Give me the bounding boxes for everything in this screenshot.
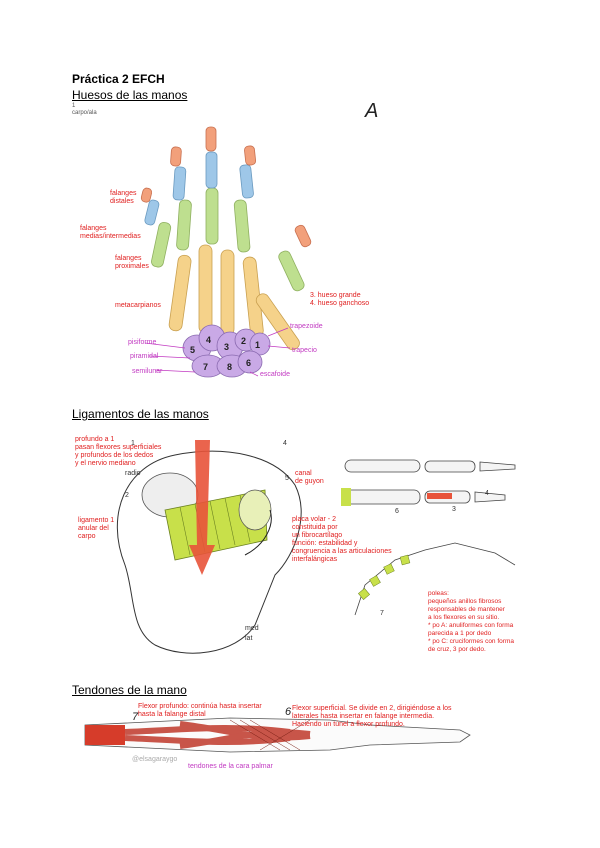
svg-text:1: 1 [255, 340, 260, 350]
label-distales: falanges distales [110, 190, 137, 205]
label-ganchoso: 4. hueso ganchoso [310, 300, 370, 307]
label-intermedias: falanges medias/intermedias [80, 225, 141, 240]
label-piramidal: piramidal [130, 353, 159, 360]
svg-text:2: 2 [125, 492, 129, 499]
svg-text:4: 4 [485, 490, 489, 497]
svg-text:5: 5 [190, 345, 195, 355]
svg-text:7: 7 [132, 711, 139, 723]
tendons-caption: tendones de la cara palmar [188, 763, 273, 770]
ligaments-heading: Ligamentos de las manos [72, 407, 209, 421]
svg-text:3: 3 [224, 342, 229, 352]
label-semilunar: semilunar [132, 368, 163, 375]
svg-text:6: 6 [246, 358, 251, 368]
tendons-diagram: 7 6 [84, 706, 471, 753]
label-canal-guyon: canal de guyon [295, 470, 324, 485]
svg-text:4: 4 [283, 440, 287, 447]
bones-heading: Huesos de las manos [72, 88, 188, 102]
svg-text:lat: lat [245, 635, 252, 642]
carpal-numbers: 5 4 3 2 1 7 8 6 [190, 335, 260, 372]
svg-text:5: 5 [285, 475, 289, 482]
svg-text:7: 7 [203, 362, 208, 372]
svg-text:8: 8 [227, 362, 232, 372]
tendon-note-7: Flexor profundo: continúa hasta insertar… [138, 703, 262, 718]
label-poleas: poleas: pequeños anillos fibrosos respon… [428, 590, 514, 653]
svg-text:2: 2 [241, 336, 246, 346]
label-trapecio: trapecio [292, 347, 317, 354]
distal-phalanges [140, 126, 312, 248]
svg-text:6: 6 [395, 508, 399, 515]
label-profundo: profundo a 1 pasan flexores superficiale… [75, 436, 162, 467]
hand-bones-diagram: 5 4 3 2 1 7 8 6 [140, 126, 312, 378]
carpal-bones [182, 324, 271, 378]
pointer-lines [144, 327, 291, 377]
label-trapezoide: trapezoide [290, 323, 323, 330]
carpal-tunnel-diagram: 4 2 1 5 radio med lat [116, 440, 302, 654]
finger-ligaments-diagram: 4 3 6 7 [341, 459, 516, 617]
svg-text:radio: radio [125, 470, 141, 477]
label-metacarpianos: metacarpianos [115, 302, 161, 309]
corner-mark: A [365, 100, 379, 122]
label-ligamento-anular: ligamento 1 anular del carpo [78, 517, 115, 540]
watermark: @elsagaraygo [132, 756, 178, 763]
label-placa-volar: placa volar - 2 constituida por un fibro… [292, 516, 392, 563]
bones-tiny-num: 1 [72, 103, 76, 109]
proximal-phalanges [151, 187, 305, 292]
bones-tiny-word: carpo/ala [72, 110, 97, 116]
label-pisiforme: pisiforme [128, 339, 157, 346]
tendons-heading: Tendones de la mano [72, 683, 187, 697]
middle-phalanges [144, 151, 254, 226]
label-proximales: falanges proximales [115, 255, 149, 270]
svg-text:1: 1 [131, 440, 135, 447]
page-title: Práctica 2 EFCH [72, 72, 165, 86]
svg-text:7: 7 [380, 610, 384, 617]
svg-text:6: 6 [285, 706, 292, 718]
svg-text:med: med [245, 625, 259, 632]
tendon-note-6: Flexor superficial. Se divide en 2, diri… [292, 705, 452, 728]
metacarpals [168, 244, 300, 351]
svg-text:3: 3 [452, 506, 456, 513]
label-escafoide: escafoide [260, 371, 290, 378]
label-hueso-grande: 3. hueso grande [310, 292, 361, 299]
svg-text:4: 4 [206, 335, 211, 345]
